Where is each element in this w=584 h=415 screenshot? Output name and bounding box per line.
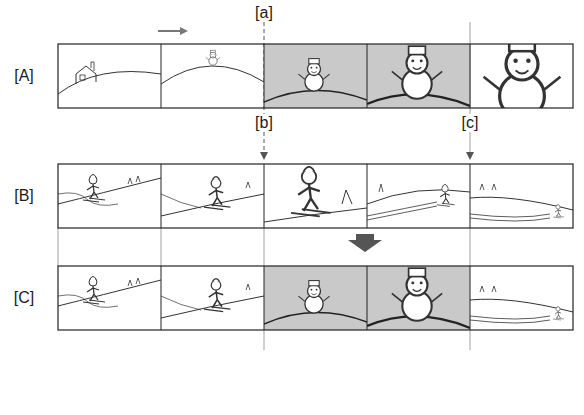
row-label: [B] [12,187,36,205]
row-label: [A] [12,67,36,85]
point-label: [b] [253,114,275,132]
direction-arrow [158,27,188,35]
point-label: [a] [253,4,275,22]
point-label: [c] [460,114,481,132]
film-strip-a [58,38,573,118]
film-strip-b [58,164,573,228]
insert-arrow [348,234,382,252]
row-label: [C] [12,289,36,307]
film-strip-c [58,266,573,330]
